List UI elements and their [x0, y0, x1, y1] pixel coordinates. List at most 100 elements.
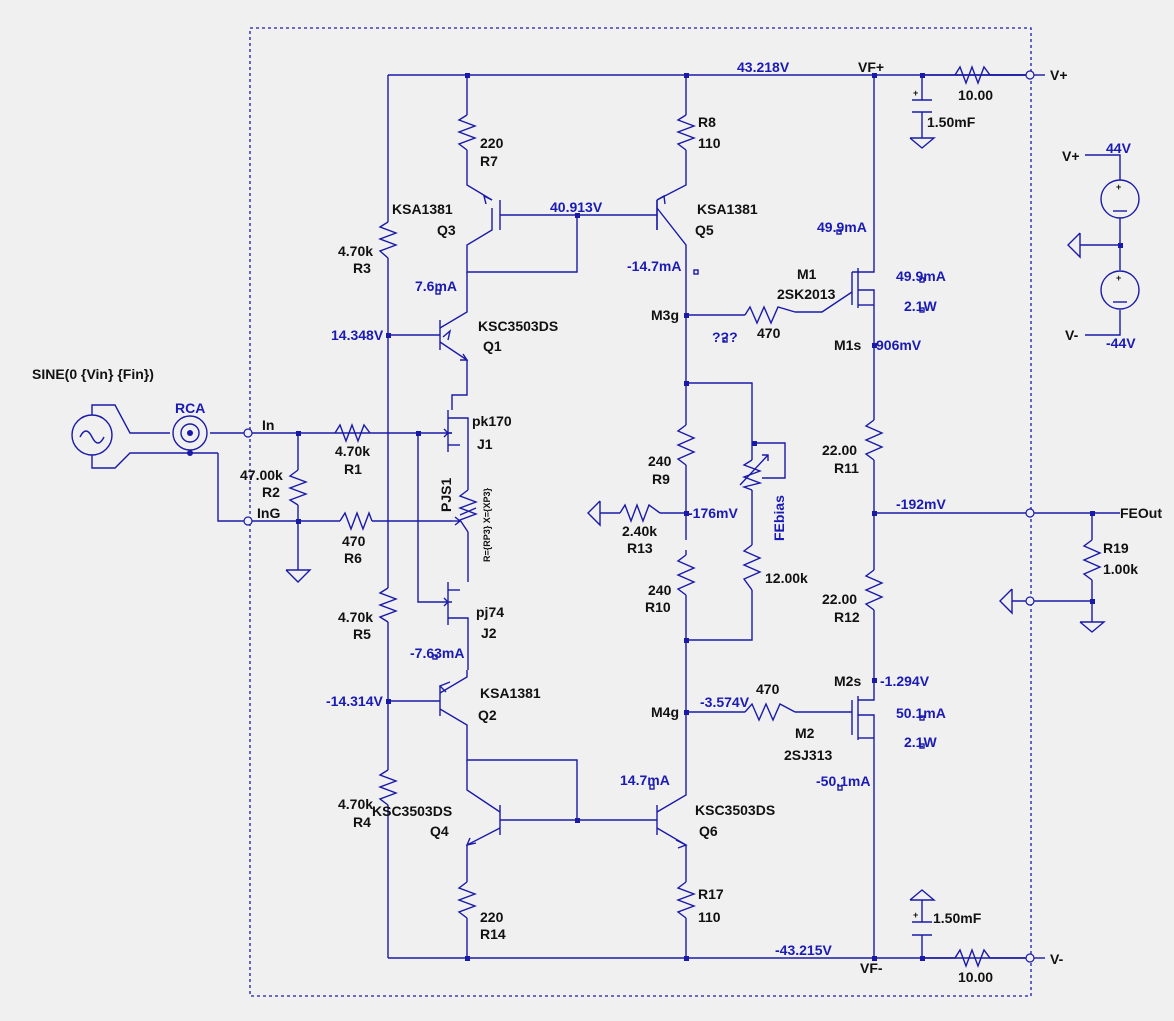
- v-q1b: 14.348V: [331, 327, 384, 343]
- r12-name: R12: [834, 609, 860, 625]
- i-m2: 50.1mA: [896, 705, 946, 721]
- probe-markers: [432, 229, 925, 791]
- net-vminus: V-: [1050, 951, 1064, 967]
- j1-name: J1: [477, 436, 493, 452]
- r3-name: R3: [353, 260, 371, 276]
- r10-name: R10: [645, 599, 671, 615]
- r2-name: R2: [262, 484, 280, 500]
- j2-name: J2: [481, 625, 497, 641]
- resistor-r10: [676, 554, 696, 596]
- resistor-rp: [922, 65, 1030, 85]
- q3-part: KSA1381: [392, 201, 453, 217]
- pjs1-expr: R={RP3} X={XP3}: [482, 487, 492, 562]
- r19-name: R19: [1103, 540, 1129, 556]
- r8-value: 110: [698, 135, 721, 151]
- r13-name: R13: [627, 540, 653, 556]
- r11-value: 22.00: [822, 442, 857, 458]
- resistor-r14: [457, 881, 477, 919]
- net-vminus-2: V-: [1065, 327, 1079, 343]
- net-vfp: VF+: [858, 59, 884, 75]
- pot-wipers: [443, 428, 769, 607]
- i-q3: 7.6mA: [415, 278, 457, 294]
- r17-value: 110: [698, 909, 721, 925]
- r2-value: 47.00k: [240, 467, 283, 483]
- rg1-value: 470: [757, 325, 781, 341]
- net-febias: FEbias: [771, 495, 787, 541]
- q5-name: Q5: [695, 222, 714, 238]
- r1-value: 4.70k: [335, 443, 370, 459]
- cm-value: 1.50mF: [933, 910, 982, 926]
- capacitors: [912, 99, 932, 936]
- v-r13: -176mV: [688, 505, 738, 521]
- vs1-value: 44V: [1106, 140, 1132, 156]
- q1-part: KSC3503DS: [478, 318, 558, 334]
- net-vplus: V+: [1050, 67, 1068, 83]
- r17-name: R17: [698, 886, 724, 902]
- v-bot: -43.215V: [775, 942, 832, 958]
- pjs1-name: PJS1: [438, 478, 454, 512]
- net-ports: [243, 70, 1035, 963]
- resistor-r9: [676, 424, 696, 466]
- m1-part: 2SK2013: [777, 286, 836, 302]
- r3-value: 4.70k: [338, 243, 373, 259]
- resistor-rg2: [744, 702, 796, 722]
- r14-name: R14: [480, 926, 506, 942]
- grounds: [285, 137, 1106, 901]
- resistor-r12: [864, 569, 884, 611]
- sine-source: [71, 414, 208, 456]
- resistor-rg1: [744, 305, 796, 325]
- r12-value: 22.00: [822, 591, 857, 607]
- pot-pjs1: [458, 489, 478, 533]
- q5-part: KSA1381: [697, 201, 758, 217]
- net-m1s: M1s: [834, 337, 861, 353]
- resistor-r8: [676, 114, 696, 151]
- j2-part: pj74: [476, 604, 504, 620]
- r5-name: R5: [353, 626, 371, 642]
- vs2-value: -44V: [1106, 335, 1136, 351]
- r6-name: R6: [344, 550, 362, 566]
- net-ing: InG: [257, 505, 280, 521]
- resistors: [288, 65, 1102, 968]
- resistor-r5: [378, 587, 398, 623]
- i-q6: 14.7mA: [620, 772, 670, 788]
- v-m2s: -1.294V: [880, 673, 930, 689]
- v-m1s: 906mV: [876, 337, 922, 353]
- q2-part: KSA1381: [480, 685, 541, 701]
- r1-name: R1: [344, 461, 362, 477]
- m2-name: M2: [795, 725, 815, 741]
- net-vfm: VF-: [860, 960, 883, 976]
- q6-name: Q6: [699, 823, 718, 839]
- p-m2: 2.1W: [904, 734, 937, 750]
- i-m1: 49.9mA: [896, 268, 946, 284]
- r7-name: R7: [480, 153, 498, 169]
- p-m1: 2.1W: [904, 298, 937, 314]
- r6-value: 470: [342, 533, 366, 549]
- r14-value: 220: [480, 909, 504, 925]
- cp-value: 1.50mF: [927, 114, 976, 130]
- i-m2s: -50.1mA: [816, 773, 870, 789]
- net-in: In: [262, 417, 274, 433]
- svg-text:+: +: [1116, 273, 1121, 283]
- resistor-r2: [288, 469, 308, 506]
- r4-name: R4: [353, 814, 371, 830]
- v-q2b: -14.314V: [326, 693, 383, 709]
- rfb-value: 12.00k: [765, 570, 808, 586]
- junctions: [296, 73, 1123, 961]
- rg2-value: 470: [756, 681, 780, 697]
- m2-part: 2SJ313: [784, 747, 832, 763]
- q3-name: Q3: [437, 222, 456, 238]
- rca-label: RCA: [175, 400, 205, 416]
- resistor-r11: [864, 419, 884, 461]
- rm-value: 10.00: [958, 969, 993, 985]
- r9-name: R9: [652, 471, 670, 487]
- i-j2: -7.63mA: [410, 645, 464, 661]
- r5-value: 4.70k: [338, 609, 373, 625]
- resistor-r7: [457, 114, 477, 151]
- resistor-r6: [339, 511, 373, 531]
- resistor-r1: [334, 423, 371, 443]
- resistor-rm: [922, 948, 1030, 968]
- r13-value: 2.40k: [622, 523, 657, 539]
- wires: [91, 74, 1121, 959]
- svg-text:+: +: [913, 910, 918, 920]
- transistor-bars: [438, 194, 688, 849]
